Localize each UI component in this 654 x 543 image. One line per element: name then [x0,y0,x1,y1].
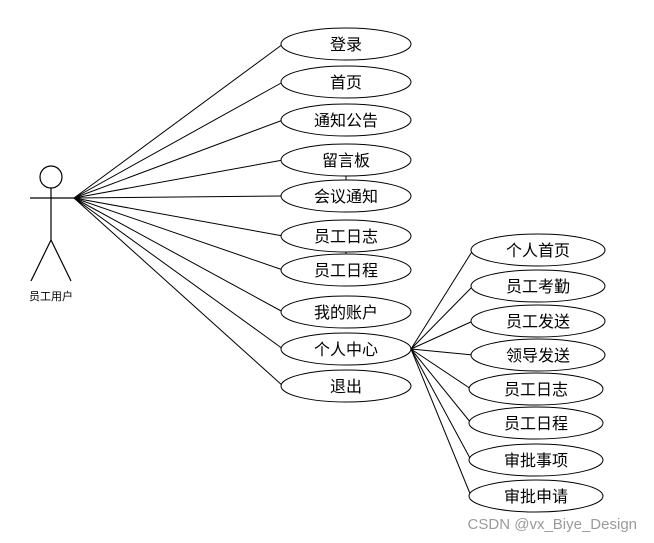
use-case-logout[interactable]: 退出 [280,369,412,403]
use-case-ellipse [468,372,604,406]
use-case-ellipse [468,479,604,513]
assoc-actor-home [73,81,284,199]
actor-head [39,165,63,189]
use-case-label: 员工日程 [504,414,568,433]
use-case-label: 领导发送 [506,346,570,365]
use-case-ellipse [280,219,412,253]
assoc-actor-login [73,43,284,199]
use-case-approval-items[interactable]: 审批事项 [468,443,604,477]
use-case-personal-home[interactable]: 个人首页 [470,233,606,267]
actor-right-leg [50,239,72,282]
assoc-personal-center-personal-home [410,249,474,350]
assoc-actor-meeting-notice [73,195,284,199]
use-case-approval-request[interactable]: 审批申请 [468,479,604,513]
use-case-leader-send[interactable]: 领导发送 [470,338,606,372]
assoc-personal-center-staff-attendance [410,285,474,350]
use-case-label: 审批事项 [504,451,568,470]
use-case-label: 审批申请 [504,487,568,506]
use-case-ellipse [468,406,604,440]
use-case-label: 通知公告 [314,111,378,130]
use-case-sub-staff-log[interactable]: 员工日志 [468,372,604,406]
use-case-ellipse [280,369,412,403]
use-case-label: 员工日志 [504,380,568,399]
use-case-notice[interactable]: 通知公告 [280,103,412,137]
use-case-label: 员工日程 [314,261,378,280]
assoc-personal-center-sub-staff-schedule [410,348,472,424]
use-case-staff-send[interactable]: 员工发送 [470,304,606,338]
use-case-label: 留言板 [322,151,370,170]
use-case-ellipse [280,253,412,287]
use-case-label: 员工考勤 [506,277,570,296]
assoc-actor-logout [73,197,284,387]
use-case-label: 员工发送 [506,312,570,331]
use-case-ellipse [280,27,412,61]
use-case-staff-log[interactable]: 员工日志 [280,219,412,253]
use-case-message-board[interactable]: 留言板 [280,143,412,177]
assoc-actor-message-board [73,159,284,199]
use-case-label: 退出 [330,377,362,396]
assoc-actor-notice [73,119,284,199]
use-case-meeting-notice[interactable]: 会议通知 [280,179,412,213]
use-case-label: 登录 [330,35,362,54]
use-case-label: 首页 [330,73,362,92]
use-case-ellipse [280,65,412,99]
actor-figure: 员工用户 [29,165,74,303]
use-case-login[interactable]: 登录 [280,27,412,61]
use-case-ellipse [470,304,606,338]
association-lines [73,43,474,497]
use-case-label: 员工日志 [314,227,378,246]
assoc-personal-center-leader-send [410,348,474,356]
use-case-home[interactable]: 首页 [280,65,412,99]
assoc-actor-staff-schedule [73,197,284,271]
use-case-sub-staff-schedule[interactable]: 员工日程 [468,406,604,440]
actor-label: 员工用户 [29,289,73,303]
use-case-ellipse [470,269,606,303]
use-case-ellipse [280,295,412,329]
use-case-label: 个人首页 [506,241,570,260]
assoc-personal-center-staff-send [410,320,474,350]
assoc-actor-personal-center [73,197,284,350]
assoc-actor-staff-log [73,197,284,237]
use-case-label: 个人中心 [314,340,378,359]
use-case-ellipse [280,103,412,137]
use-case-label: 会议通知 [314,187,378,206]
use-case-my-account[interactable]: 我的账户 [280,295,412,329]
use-case-ellipse [468,443,604,477]
assoc-actor-my-account [73,197,284,313]
assoc-personal-center-approval-request [410,348,472,497]
use-case-ellipse [280,143,412,177]
use-case-staff-schedule[interactable]: 员工日程 [280,253,412,287]
actor-left-leg [30,239,52,282]
use-case-ellipse [280,332,412,366]
use-case-ellipse [470,233,606,267]
assoc-personal-center-sub-staff-log [410,348,472,390]
use-case-ellipse [470,338,606,372]
use-case-ellipse [280,179,412,213]
watermark: CSDN @vx_Biye_Design [468,516,637,533]
use-case-staff-attendance[interactable]: 员工考勤 [470,269,606,303]
use-case-label: 我的账户 [314,303,378,322]
assoc-personal-center-approval-items [410,348,472,461]
use-case-personal-center[interactable]: 个人中心 [280,332,412,366]
